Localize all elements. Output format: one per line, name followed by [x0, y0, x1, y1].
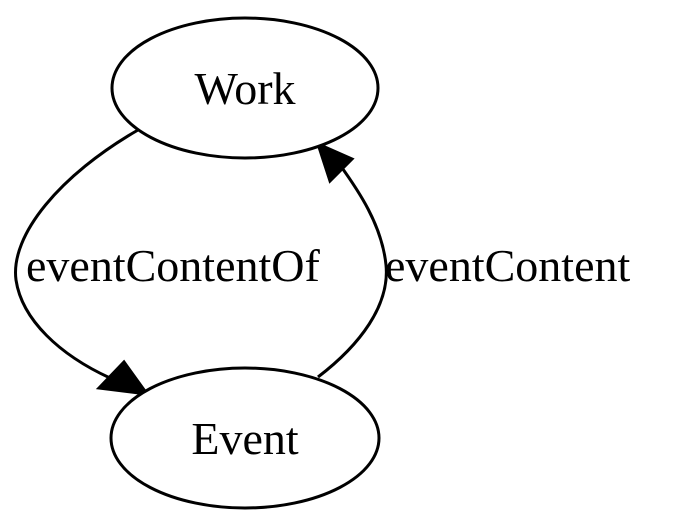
edge-event-content-of-arrowhead: [95, 359, 151, 396]
edge-event-content-label: eventContent: [385, 240, 630, 291]
node-event-label: Event: [191, 413, 299, 464]
node-event-shape: [109, 366, 381, 510]
edge-event-content-of-line: [14, 128, 139, 380]
node-work-shape: [110, 16, 380, 160]
edge-event-content-of-label: eventContentOf: [26, 240, 320, 291]
edge-event-content: eventContent: [315, 141, 630, 379]
edge-event-content-arrowhead: [315, 141, 355, 184]
node-work: Work: [110, 16, 380, 160]
node-work-label: Work: [194, 63, 295, 114]
node-event: Event: [109, 366, 381, 510]
edge-event-content-of: eventContentOf: [14, 128, 320, 396]
edge-event-content-line: [317, 164, 388, 379]
